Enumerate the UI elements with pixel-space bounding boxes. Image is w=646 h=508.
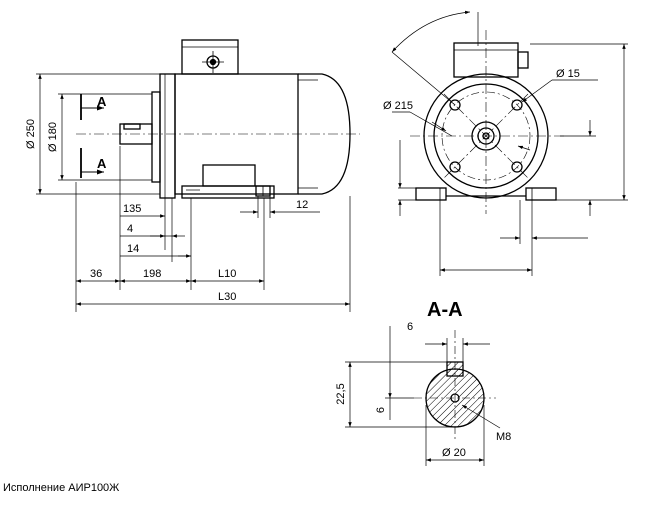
section-dimensions [345,326,501,466]
dim-36: 36 [90,268,102,280]
section-label-bottom: А [97,156,107,171]
dim-d250: Ø 250 [25,119,37,149]
section-title: А-А [427,299,463,321]
dim-d15: Ø 15 [556,68,580,80]
section-centerlines [414,330,496,440]
front-centerlines [410,30,565,214]
flange [159,73,176,199]
dim-d20: Ø 20 [442,447,466,459]
cable-gland [517,51,529,69]
dim-22-5: 22,5 [335,383,347,404]
dim-4: 4 [127,223,133,235]
dim-L30: L30 [218,291,236,303]
front-dimensions [391,10,628,276]
dim-12: 12 [296,199,308,211]
section-cut-marker [80,94,104,178]
side-view [119,39,351,199]
dim-14: 14 [127,243,139,255]
dim-135: 135 [123,203,141,215]
side-dimensions [36,73,351,312]
dim-L10: L10 [218,268,236,280]
front-foot-right [525,187,557,201]
spigot [151,91,161,183]
front-foot-left [415,187,447,201]
shaft-key [123,123,141,130]
bolt-hole [511,161,523,173]
dim-d180: Ø 180 [47,122,59,152]
bolt-hole [449,99,461,111]
section-label-top: А [97,94,107,109]
bolt-hole [511,99,523,111]
dim-6-top: 6 [407,321,413,333]
bolt-hole [449,161,461,173]
dim-6-side: 6 [375,407,387,413]
dim-198: 198 [143,268,161,280]
dim-d215: Ø 215 [383,100,413,112]
dim-M8: M8 [496,431,511,443]
foot-pad [202,164,256,187]
drawing-caption: Исполнение АИР100Ж [3,482,120,494]
